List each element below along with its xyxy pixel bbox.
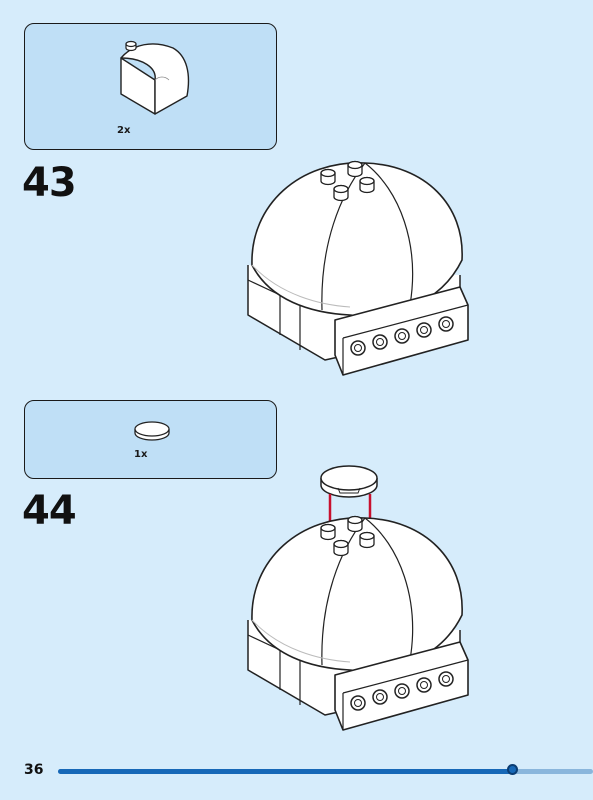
dome-model-step-43 bbox=[247, 160, 469, 376]
curved-slope-brick-icon bbox=[120, 40, 190, 115]
parts-callout-step-43: 2x bbox=[24, 23, 277, 150]
round-tile-being-placed bbox=[320, 465, 378, 498]
parts-callout-step-44: 1x bbox=[24, 400, 277, 479]
round-tile-icon bbox=[134, 421, 170, 441]
progress-fill bbox=[58, 769, 513, 774]
dome-model-step-44 bbox=[247, 515, 469, 731]
page-number: 36 bbox=[24, 762, 44, 778]
part-quantity: 1x bbox=[134, 449, 148, 460]
progress-knob bbox=[506, 764, 518, 775]
part-quantity: 2x bbox=[117, 125, 131, 136]
step-number: 44 bbox=[22, 488, 77, 534]
step-number: 43 bbox=[22, 160, 77, 206]
progress-bar bbox=[58, 764, 593, 775]
